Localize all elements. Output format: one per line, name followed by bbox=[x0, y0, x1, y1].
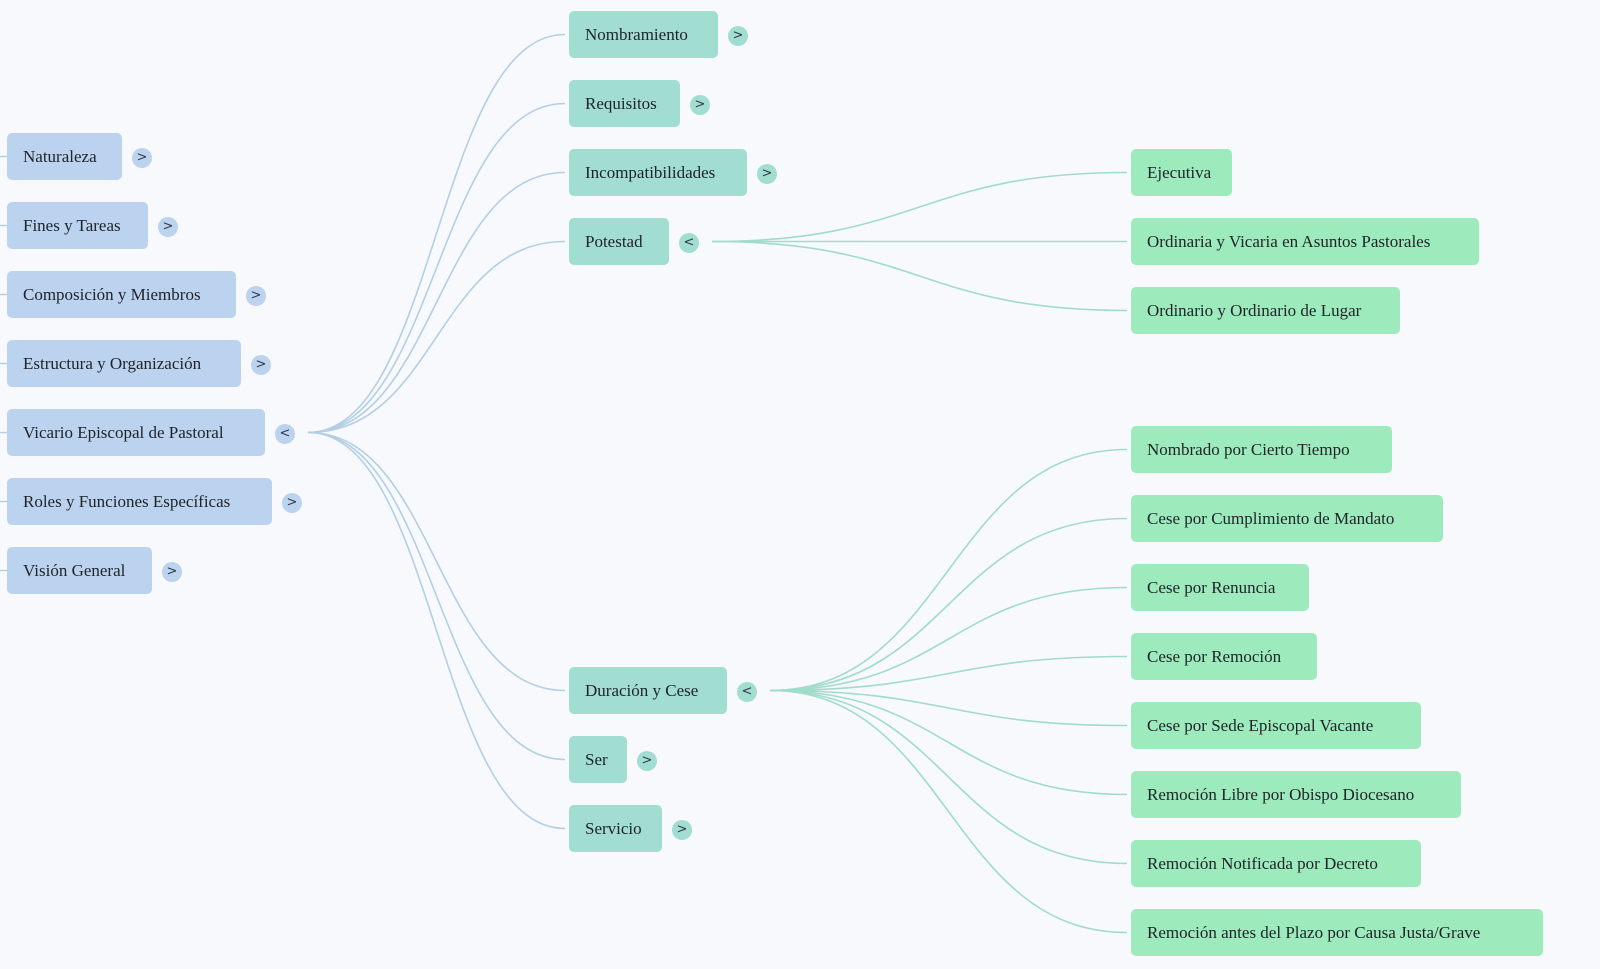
node-ordinario-y-ordinario-de-lugar[interactable]: Ordinario y Ordinario de Lugar bbox=[1131, 287, 1400, 334]
node-ejecutiva[interactable]: Ejecutiva bbox=[1131, 149, 1232, 196]
node-naturaleza[interactable]: Naturaleza bbox=[7, 133, 122, 180]
node-duracion-y-cese[interactable]: Duración y Cese bbox=[569, 667, 727, 714]
link-potestad-ejecutiva bbox=[711, 171, 1128, 243]
node-nombrado-por-cierto-tiempo[interactable]: Nombrado por Cierto Tiempo bbox=[1131, 426, 1392, 473]
node-label: Visión General bbox=[23, 560, 126, 580]
node-label: Duración y Cese bbox=[585, 680, 699, 700]
node-remocion-antes-del-plazo-por-causa-justa-grave[interactable]: Remoción antes del Plazo por Causa Justa… bbox=[1131, 909, 1543, 956]
link-vicario-servicio bbox=[307, 431, 566, 830]
node-label: Remoción Libre por Obispo Diocesano bbox=[1147, 784, 1415, 804]
link-vicario-duracion-y-cese bbox=[307, 431, 566, 692]
node-label: Remoción Notificada por Decreto bbox=[1147, 853, 1378, 873]
node-label: Naturaleza bbox=[23, 146, 97, 166]
expand-toggle-icon[interactable]: > bbox=[251, 354, 271, 375]
link-vicario-incompatibilidades bbox=[307, 171, 566, 434]
expand-toggle-icon[interactable]: > bbox=[158, 216, 178, 237]
link-vicario-potestad bbox=[307, 240, 566, 434]
expand-toggle-icon[interactable]: > bbox=[728, 25, 748, 46]
node-label: Ejecutiva bbox=[1147, 162, 1212, 182]
link-duracion-cese-por-remocion bbox=[769, 655, 1128, 692]
node-nombramiento[interactable]: Nombramiento bbox=[569, 11, 718, 58]
node-fines-y-tareas[interactable]: Fines y Tareas bbox=[7, 202, 148, 249]
link-duracion-nombrado-por-cierto-tiempo bbox=[769, 448, 1128, 692]
expand-toggle-icon[interactable]: > bbox=[690, 94, 710, 115]
expand-toggle-icon[interactable]: > bbox=[246, 285, 266, 306]
node-label: Vicario Episcopal de Pastoral bbox=[23, 422, 224, 442]
node-label: Ordinaria y Vicaria en Asuntos Pastorale… bbox=[1147, 231, 1431, 251]
node-cese-por-cumplimiento-de-mandato[interactable]: Cese por Cumplimiento de Mandato bbox=[1131, 495, 1443, 542]
node-label: Potestad bbox=[585, 231, 643, 251]
node-incompatibilidades[interactable]: Incompatibilidades bbox=[569, 149, 747, 196]
link-potestad-ordinario-y-ordinario-de-lugar bbox=[711, 240, 1128, 312]
node-requisitos[interactable]: Requisitos bbox=[569, 80, 680, 127]
node-cese-por-renuncia[interactable]: Cese por Renuncia bbox=[1131, 564, 1309, 611]
node-estructura-y-organizacion[interactable]: Estructura y Organización bbox=[7, 340, 241, 387]
node-label: Nombrado por Cierto Tiempo bbox=[1147, 439, 1350, 459]
node-label: Remoción antes del Plazo por Causa Justa… bbox=[1147, 922, 1481, 942]
link-duracion-cese-por-sede-episcopal-vacante bbox=[769, 689, 1128, 727]
node-label: Nombramiento bbox=[585, 24, 688, 44]
node-vicario-episcopal-de-pastoral[interactable]: Vicario Episcopal de Pastoral bbox=[7, 409, 265, 456]
node-label: Cese por Cumplimiento de Mandato bbox=[1147, 508, 1395, 528]
node-label: Fines y Tareas bbox=[23, 215, 121, 235]
node-cese-por-sede-episcopal-vacante[interactable]: Cese por Sede Episcopal Vacante bbox=[1131, 702, 1421, 749]
node-ser[interactable]: Ser bbox=[569, 736, 627, 783]
node-label: Cese por Renuncia bbox=[1147, 577, 1276, 597]
node-label: Cese por Sede Episcopal Vacante bbox=[1147, 715, 1374, 735]
node-label: Servicio bbox=[585, 818, 642, 838]
link-duracion-remocion-antes-del-plazo-por-causa-justa-grave bbox=[769, 689, 1128, 934]
link-duracion-cese-por-renuncia bbox=[769, 586, 1128, 692]
node-remocion-libre-por-obispo-diocesano[interactable]: Remoción Libre por Obispo Diocesano bbox=[1131, 771, 1461, 818]
node-ordinaria-y-vicaria-en-asuntos-pastorales[interactable]: Ordinaria y Vicaria en Asuntos Pastorale… bbox=[1131, 218, 1479, 265]
node-remocion-notificada-por-decreto[interactable]: Remoción Notificada por Decreto bbox=[1131, 840, 1421, 887]
collapse-toggle-icon[interactable]: < bbox=[275, 423, 295, 444]
expand-toggle-icon[interactable]: > bbox=[637, 750, 657, 771]
expand-toggle-icon[interactable]: > bbox=[757, 163, 777, 184]
node-cese-por-remocion[interactable]: Cese por Remoción bbox=[1131, 633, 1317, 680]
node-composicion-y-miembros[interactable]: Composición y Miembros bbox=[7, 271, 236, 318]
collapse-toggle-icon[interactable]: < bbox=[679, 232, 699, 253]
node-label: Requisitos bbox=[585, 93, 657, 113]
node-servicio[interactable]: Servicio bbox=[569, 805, 662, 852]
expand-toggle-icon[interactable]: > bbox=[162, 561, 182, 582]
expand-toggle-icon[interactable]: > bbox=[282, 492, 302, 513]
link-duracion-remocion-notificada-por-decreto bbox=[769, 689, 1128, 865]
node-label: Roles y Funciones Específicas bbox=[23, 491, 231, 511]
node-label: Composición y Miembros bbox=[23, 284, 201, 304]
node-potestad[interactable]: Potestad bbox=[569, 218, 669, 265]
expand-toggle-icon[interactable]: > bbox=[132, 147, 152, 168]
collapse-toggle-icon[interactable]: < bbox=[737, 681, 757, 702]
link-vicario-requisitos bbox=[307, 102, 566, 434]
node-label: Ordinario y Ordinario de Lugar bbox=[1147, 300, 1362, 320]
node-label: Estructura y Organización bbox=[23, 353, 202, 373]
node-label: Cese por Remoción bbox=[1147, 646, 1282, 666]
expand-toggle-icon[interactable]: > bbox=[672, 819, 692, 840]
link-duracion-remocion-libre-por-obispo-diocesano bbox=[769, 689, 1128, 796]
node-vision-general[interactable]: Visión General bbox=[7, 547, 152, 594]
node-label: Ser bbox=[585, 749, 608, 769]
node-roles-y-funciones-especificas[interactable]: Roles y Funciones Específicas bbox=[7, 478, 272, 525]
link-vicario-ser bbox=[307, 431, 566, 761]
link-vicario-nombramiento bbox=[307, 33, 566, 434]
link-duracion-cese-por-cumplimiento-de-mandato bbox=[769, 517, 1128, 692]
node-label: Incompatibilidades bbox=[585, 162, 716, 182]
